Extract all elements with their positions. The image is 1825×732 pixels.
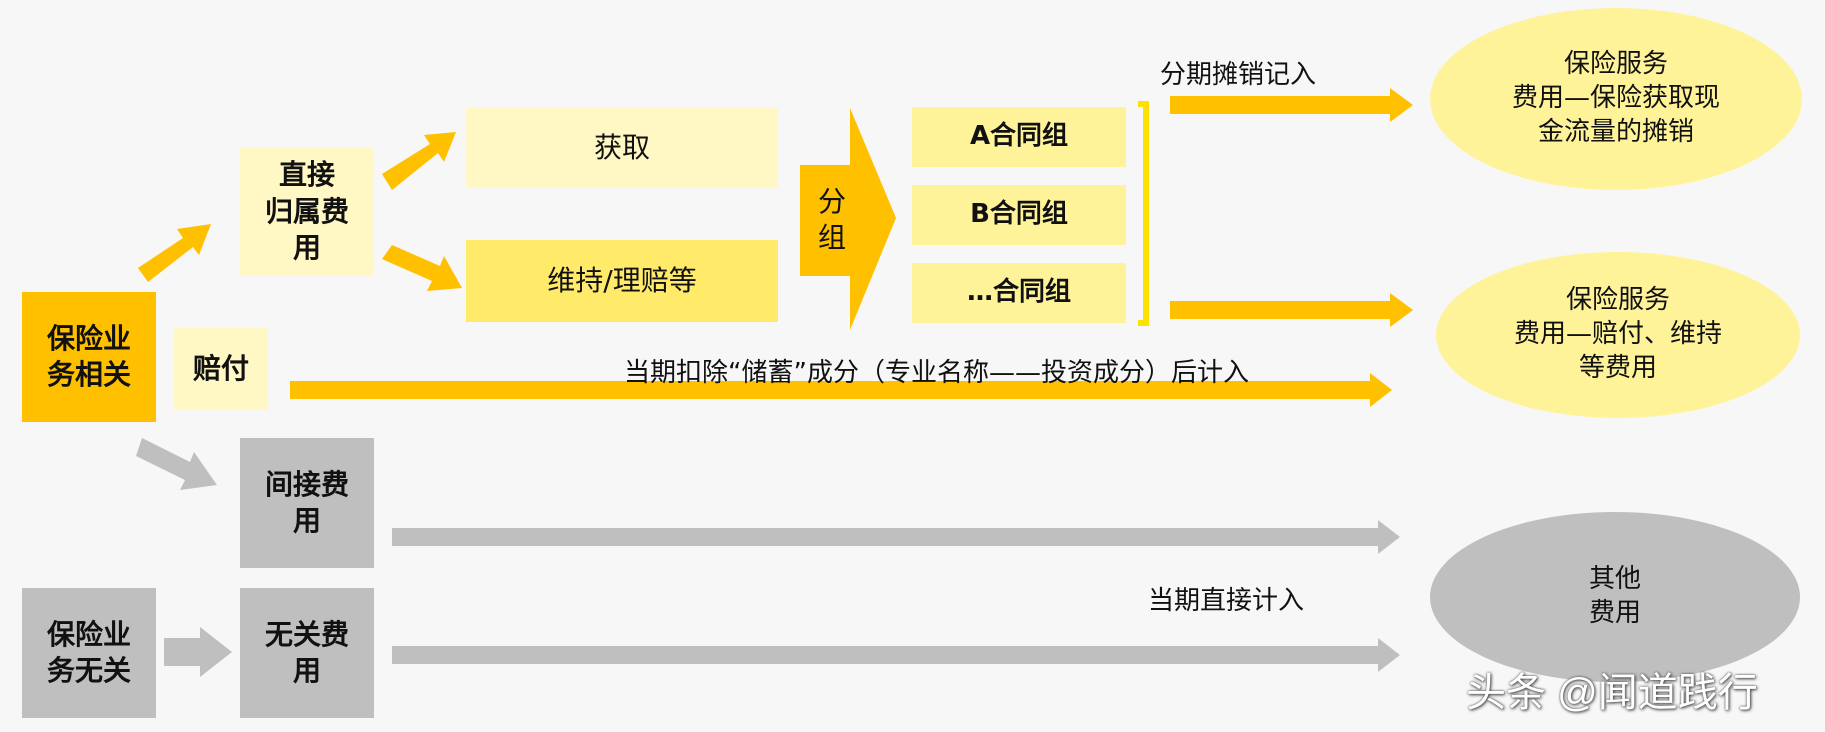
outcome-claims-ellipse: 保险服务 费用—赔付、维持 等费用 <box>1436 252 1800 418</box>
watermark: 头条 @闻道践行 <box>1466 671 1758 715</box>
acquisition-box: 获取 <box>466 108 778 188</box>
outcome-other-ellipse: 其他 费用 <box>1430 512 1800 682</box>
outcome-other-label: 其他 费用 <box>1588 564 1641 628</box>
amortize-label: 分期摊销记入 <box>1160 60 1317 90</box>
group-etc-box: …合同组 <box>912 263 1126 323</box>
group-a-box: A合同组 <box>912 107 1126 167</box>
arrow-to-unrelated <box>164 627 232 677</box>
claims-label: 赔付 <box>192 351 249 385</box>
arrow-amortize <box>1170 88 1413 122</box>
grouping-label-box: 分 组 <box>804 170 860 270</box>
group-a-label: A合同组 <box>969 121 1069 152</box>
acquisition-label: 获取 <box>593 130 650 164</box>
direct-current-label: 当期直接计入 <box>1148 586 1305 616</box>
arrow-maintenance-outcome <box>1170 293 1413 327</box>
claims-box: 赔付 <box>174 328 268 410</box>
arrow-to-maintenance <box>382 245 462 291</box>
group-b-label: B合同组 <box>970 199 1068 230</box>
arrow-to-direct <box>138 224 211 282</box>
grouping-label: 分 组 <box>817 184 846 254</box>
outcome-claims-label: 保险服务 费用—赔付、维持 等费用 <box>1513 285 1722 383</box>
insurance-related-label: 保险业 务相关 <box>46 321 131 391</box>
indirect-expense-box: 间接费 用 <box>240 438 374 568</box>
maintenance-box: 维持/理赔等 <box>466 240 778 322</box>
grouping-arrow <box>800 108 896 330</box>
group-etc-label: …合同组 <box>966 277 1071 308</box>
unrelated-expense-box: 无关费 用 <box>240 588 374 718</box>
arrow-claims <box>290 373 1392 407</box>
outcome-acquisition-label: 保险服务 费用—保险获取现 金流量的摊销 <box>1511 49 1720 147</box>
deduct-label: 当期扣除“储蓄”成分（专业名称——投资成分）后计入 <box>624 358 1249 388</box>
arrow-unrelated <box>392 638 1400 672</box>
arrow-to-acquisition <box>382 132 456 190</box>
insurance-unrelated-label: 保险业 务无关 <box>46 617 131 687</box>
arrow-indirect <box>392 520 1400 554</box>
insurance-unrelated-box: 保险业 务无关 <box>22 588 156 718</box>
direct-expense-label: 直接 归属费 用 <box>264 158 349 265</box>
group-b-box: B合同组 <box>912 185 1126 245</box>
direct-expense-box: 直接 归属费 用 <box>240 148 374 276</box>
indirect-expense-label: 间接费 用 <box>264 467 349 537</box>
unrelated-expense-label: 无关费 用 <box>264 617 349 687</box>
insurance-related-box: 保险业 务相关 <box>22 292 156 422</box>
group-bracket <box>1138 101 1149 326</box>
outcome-acquisition-ellipse: 保险服务 费用—保险获取现 金流量的摊销 <box>1430 8 1802 190</box>
arrow-to-indirect <box>136 438 217 490</box>
maintenance-label: 维持/理赔等 <box>547 263 697 297</box>
